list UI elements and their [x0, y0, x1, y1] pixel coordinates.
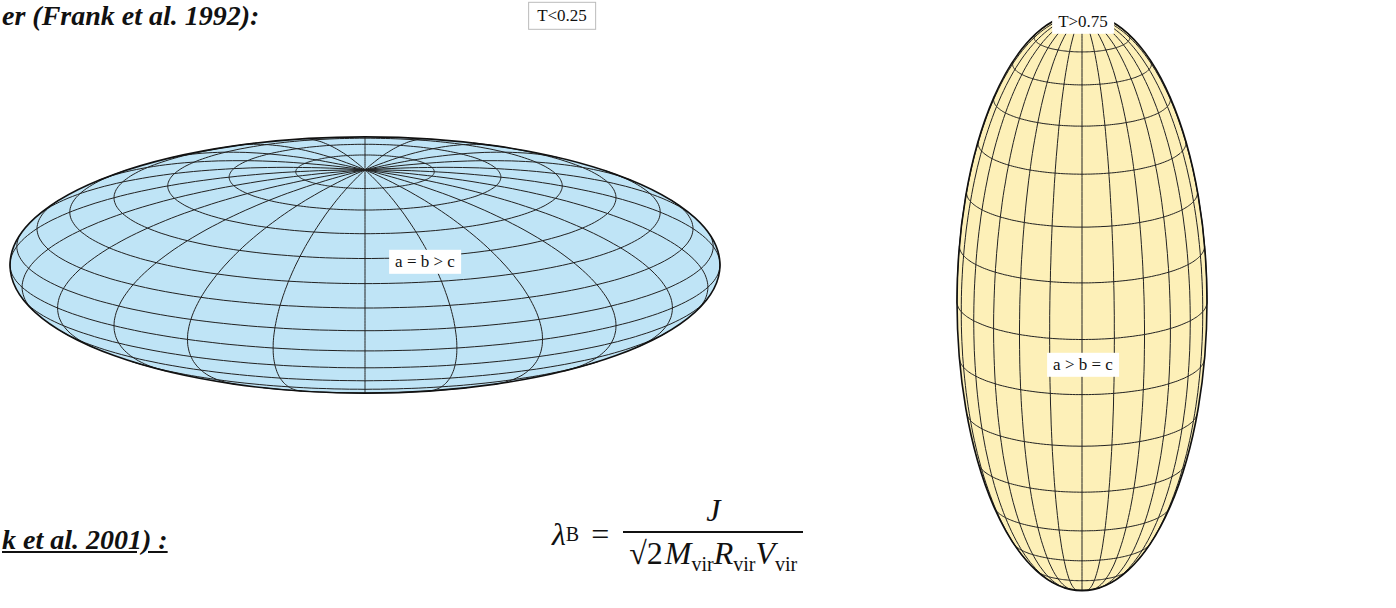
spheroid-outline: [957, 13, 1207, 590]
formula-symbol: V: [755, 535, 775, 571]
spin-parameter-formula: λB=J√2MvirRvirVvir: [552, 492, 803, 576]
formula-subscript: B: [566, 523, 579, 546]
formula-symbol: λ: [552, 516, 566, 553]
fraction: J√2MvirRvirVvir: [623, 492, 803, 576]
formula-symbol: M: [665, 535, 692, 571]
grid-lines: [957, 14, 1207, 591]
spheroid-fill: [957, 13, 1207, 590]
spheroid-fill: [10, 137, 720, 393]
formula-subscript: vir: [733, 553, 755, 575]
triaxiality-label: T<0.25: [528, 2, 596, 30]
oblate-spheroid: T<0.25 a = b > c: [8, 0, 723, 400]
formula-symbol: R: [714, 535, 734, 571]
prolate-spheroid: T>0.75 a > b = c: [948, 0, 1218, 608]
formula-subscript: vir: [775, 553, 797, 575]
numerator: J: [698, 492, 728, 531]
axis-relation: a > b = c: [1047, 353, 1119, 377]
oblate-spheroid-drawing: [8, 0, 723, 400]
formula-subscript: vir: [691, 553, 713, 575]
denominator: √2MvirRvirVvir: [623, 531, 803, 576]
heading-text: er (Frank et al. 1992):: [2, 0, 259, 32]
grid-lines: [10, 137, 720, 393]
spheroid-outline: [10, 137, 720, 393]
prolate-spheroid-drawing: [948, 0, 1218, 608]
triaxiality-label: T>0.75: [1052, 10, 1114, 34]
formula-root: √2: [629, 535, 663, 571]
formula-operator: =: [591, 516, 609, 553]
citation-text: k et al. 2001) :: [2, 524, 168, 556]
axis-relation: a = b > c: [389, 250, 461, 274]
